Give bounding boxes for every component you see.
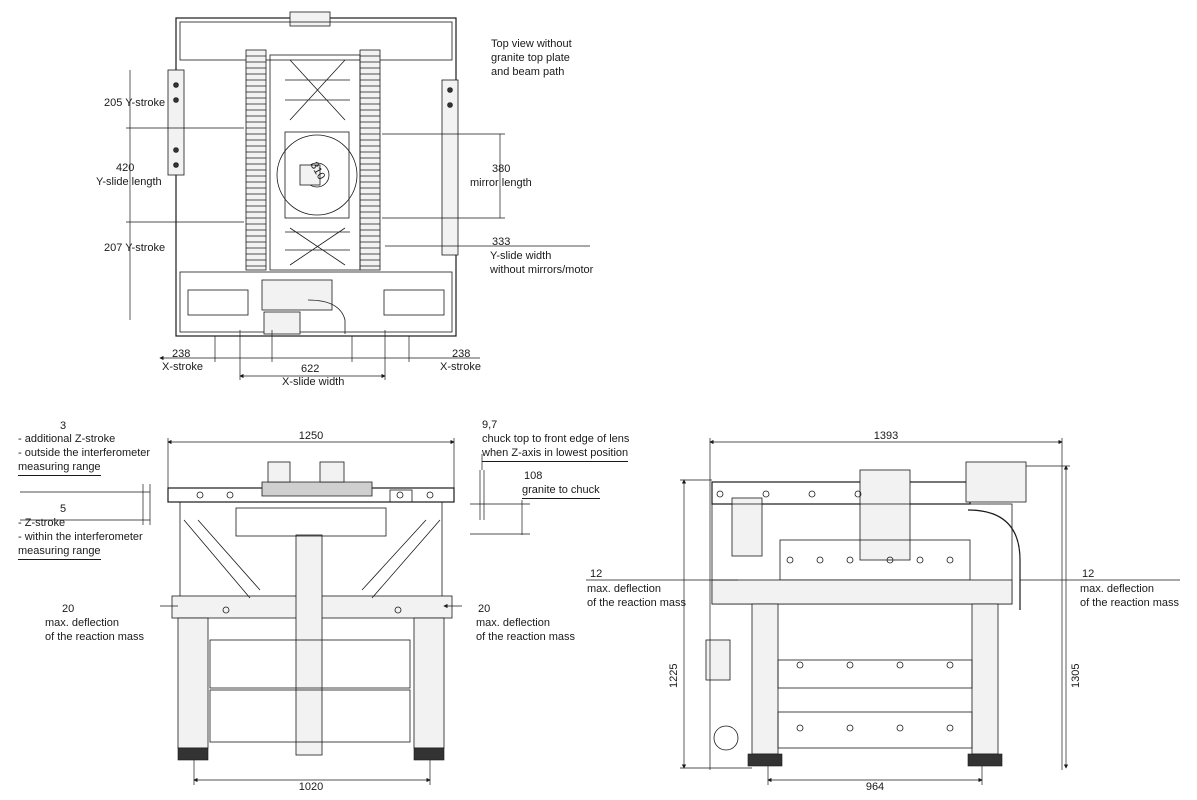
top-connector [289,11,331,27]
chuck-hatched [261,481,373,497]
x-stroke-left-value: 238 [172,348,191,360]
side-deflection-left-value: 12 [590,568,603,580]
side-left-leg [751,603,779,755]
side-right-leg [971,603,999,755]
bolt-mark [226,491,234,499]
y-slide-width-label-1: Y-slide width [490,250,552,262]
top-view-caption-3: and beam path [491,66,565,78]
bolt-mark [916,556,924,564]
top-view-caption-2: granite top plate [491,52,570,64]
top-view [126,11,590,380]
deflection-right-label-2: of the reaction mass [476,631,576,643]
right-side-plate [441,79,459,256]
bolt-mark [846,556,854,564]
granite-chuck-value: 108 [524,470,543,482]
bolt-mark [796,661,804,669]
bolt-mark [816,556,824,564]
side-height-right-value: 1305 [1070,663,1082,688]
bolt-mark [946,724,954,732]
bolt-mark [762,490,770,498]
side-base-width-value: 964 [865,781,885,793]
x-slide-width-value: 622 [301,363,320,375]
bolt-mark [716,490,724,498]
side-deflection-right-value: 12 [1082,568,1095,580]
z-stroke-label-1: - Z-stroke [18,517,66,529]
y-slide-width-value: 333 [492,236,511,248]
bolt-mark [896,724,904,732]
bolt-mark [808,490,816,498]
additional-z-value: 3 [60,420,67,432]
side-height-left-value: 1225 [668,663,680,688]
side-reaction-mass [711,579,1013,605]
y-stroke-bottom-label: 207 Y-stroke [104,242,166,254]
bolt-mark [946,556,954,564]
x-slide-width-label: X-slide width [282,376,345,388]
left-side-plate [167,69,185,176]
deflection-right-label-1: max. deflection [476,617,550,629]
bolt-mark [196,491,204,499]
side-deflection-left-label-1: max. deflection [587,583,661,595]
y-rail-left [245,49,267,271]
bolt-mark [886,556,894,564]
bolt-mark [946,661,954,669]
mirror-length-label: mirror length [470,177,532,189]
y-slide-width-label-2: without mirrors/motor [490,264,594,276]
chuck-lens-label-2: when Z-axis in lowest position [482,447,629,462]
bolt-mark [394,606,402,614]
bolt-mark [846,724,854,732]
front-view [20,438,530,785]
bolt-mark [846,661,854,669]
bolt-mark [796,724,804,732]
z-stroke-value: 5 [60,503,67,515]
deflection-left-label-1: max. deflection [45,617,119,629]
y-slide-length-value: 420 [116,162,135,174]
side-deflection-right-label-1: max. deflection [1080,583,1154,595]
side-deflection-left-label-2: of the reaction mass [587,597,687,609]
chuck-lens-value: 9,7 [482,419,498,431]
y-slide-length-label: Y-slide length [96,176,162,188]
z-stroke-label-3: measuring range [18,545,101,560]
additional-z-label-2: - outside the interferometer [18,447,151,459]
granite-chuck-label: granite to chuck [522,484,600,499]
additional-z-label-3: measuring range [18,461,101,476]
z-stroke-label-2: - within the interferometer [18,531,143,543]
top-view-caption-1: Top view without [491,38,572,50]
deflection-left-label-2: of the reaction mass [45,631,145,643]
chuck-lens-label-1: chuck top to front edge of lens [482,433,630,445]
mirror-length-value: 380 [492,163,511,175]
deflection-left-value: 20 [62,603,75,615]
bolt-mark [854,490,862,498]
front-width-value: 1250 [298,430,324,442]
x-stroke-right-value: 238 [452,348,471,360]
bolt-mark [426,491,434,499]
bolt-mark [896,661,904,669]
side-view [586,438,1180,785]
additional-z-label-1: - additional Z-stroke [18,433,116,445]
bolt-mark [396,491,404,499]
left-leg [177,617,209,749]
side-width-value: 1393 [873,430,899,442]
x-stroke-left-label: X-stroke [162,361,203,373]
center-column [295,534,323,756]
bolt-mark [222,606,230,614]
bolt-mark [786,556,794,564]
front-base-width-value: 1020 [298,781,324,793]
x-slide [269,54,361,271]
wafer-chuck [276,134,358,216]
right-leg [413,617,445,749]
y-rail-right [359,49,381,271]
y-stroke-top-label: 205 Y-stroke [104,97,166,109]
deflection-right-value: 20 [478,603,491,615]
side-deflection-right-label-2: of the reaction mass [1080,597,1180,609]
x-stroke-right-label: X-stroke [440,361,481,373]
